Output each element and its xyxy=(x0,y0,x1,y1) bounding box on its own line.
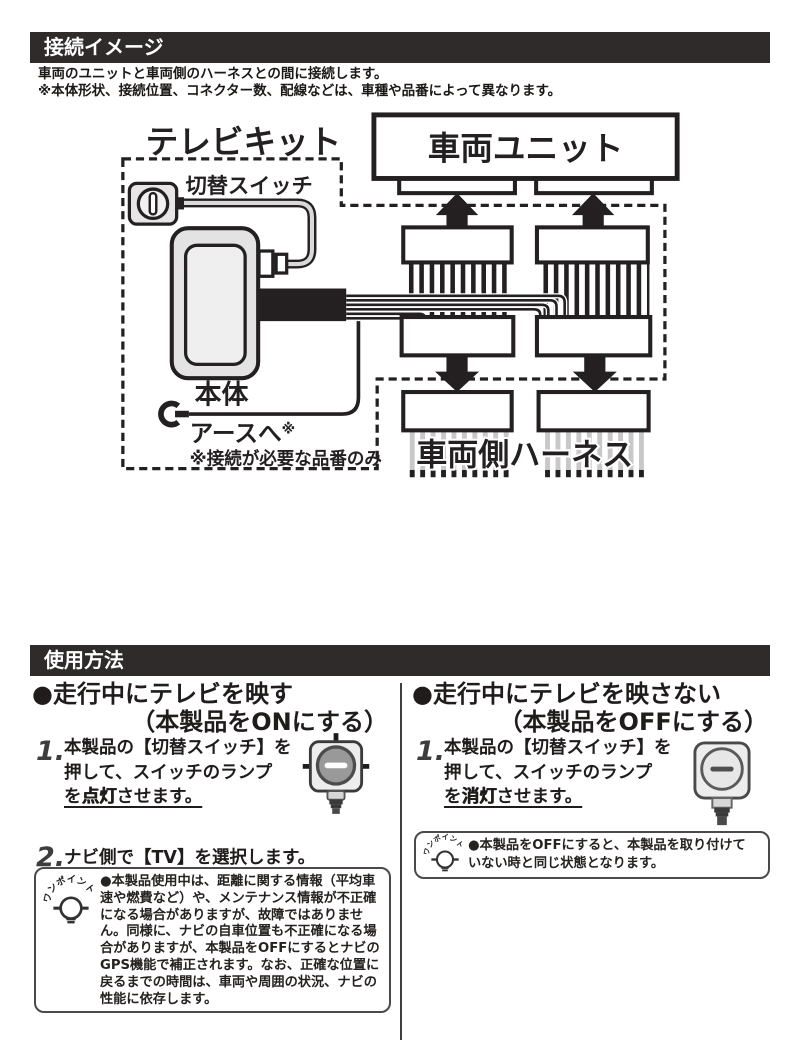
connector-block xyxy=(399,315,516,358)
connector-block xyxy=(401,225,514,265)
intro-line1: 車両のユニットと車両側のハーネスとの間に接続します。 xyxy=(38,66,388,82)
ground-terminal-icon xyxy=(158,400,189,428)
step-text: ナビ側で【TV】を選択します。 xyxy=(64,848,316,868)
heading-on: ●走行中にテレビを映す （本製品をONにする） xyxy=(32,680,388,736)
harness-connector-block xyxy=(536,389,651,433)
keyword-unlit: 消灯 xyxy=(461,787,497,807)
tv-kit-dashed-boundary xyxy=(121,157,667,471)
body-label: 本体 xyxy=(195,379,249,410)
arrow-down-icon xyxy=(572,356,617,393)
toggle-switch-illustration xyxy=(127,181,184,226)
intro-text: 車両のユニットと車両側のハーネスとの間に接続します。 ※本体形状、接続位置、コネ… xyxy=(38,66,561,100)
step-text: 本製品の【切替スイッチ】を 押して、スイッチのランプ を消灯させます。 xyxy=(444,738,672,807)
vehicle-unit-label: 車両ユニット xyxy=(428,130,624,168)
switch-off-icon xyxy=(693,741,751,826)
column-divider xyxy=(400,683,402,1040)
section-title: 接続イメージ xyxy=(44,35,164,59)
section-title: 使用方法 xyxy=(44,648,124,672)
vehicle-unit-box xyxy=(371,112,680,181)
section-header-connection: 接続イメージ xyxy=(30,32,770,63)
harness-label: 車両側ハーネス xyxy=(416,437,633,473)
switch-cable xyxy=(181,198,317,269)
section-header-usage: 使用方法 xyxy=(30,645,770,676)
lightbulb-icon: ワンポイント xyxy=(42,874,97,924)
arrow-up-icon xyxy=(435,193,479,230)
ground-label: アースへ※ xyxy=(190,420,295,448)
harness-connector-block xyxy=(401,389,514,433)
tv-kit-label: テレビキット xyxy=(146,123,342,161)
connector-block xyxy=(534,225,650,265)
step-number: 1. xyxy=(416,736,446,767)
ground-wire xyxy=(188,321,361,416)
step-text: 本製品の【切替スイッチ】を 押して、スイッチのランプ を点灯させます。 xyxy=(64,738,292,807)
ground-note: ※接続が必要な品番のみ xyxy=(190,449,383,470)
cable-plug xyxy=(257,249,275,278)
switch-label: 切替スイッチ xyxy=(186,173,313,198)
connection-diagram: テレビキット 切替スイッチ 車 xyxy=(121,112,680,478)
note-text: ●本製品使用中は、距離に関する情報（平均車速や燃費など）や、メンテナンス情報が不… xyxy=(100,874,380,1007)
harness-wires xyxy=(409,430,650,478)
intro-line2: ※本体形状、接続位置、コネクター数、配線などは、車種や品番によって異なります。 xyxy=(38,83,562,99)
note-box: ワンポイント ●本製品をOFFにすると、本製品を取り付けていない時と同じ状態とな… xyxy=(414,831,770,879)
lightbulb-icon: ワンポイント xyxy=(422,833,466,871)
step-number: 1. xyxy=(36,736,66,767)
connector-block xyxy=(534,315,653,358)
arrow-up-icon xyxy=(571,193,615,230)
keyword-lit: 点灯 xyxy=(81,787,117,807)
main-unit-illustration xyxy=(169,226,261,381)
cable-plug xyxy=(274,252,289,275)
heading-off: ●走行中にテレビを映さない （本製品をOFFにする） xyxy=(412,680,768,736)
switch-on-icon xyxy=(302,733,370,814)
wire-band xyxy=(256,288,347,322)
note-box: ワンポイント ●本製品使用中は、距離に関する情報（平均車速や燃費など）や、メンテ… xyxy=(34,867,391,1013)
note-text: ●本製品をOFFにすると、本製品を取り付けていない時と同じ状態となります。 xyxy=(468,837,746,872)
arrow-down-icon xyxy=(435,356,480,393)
